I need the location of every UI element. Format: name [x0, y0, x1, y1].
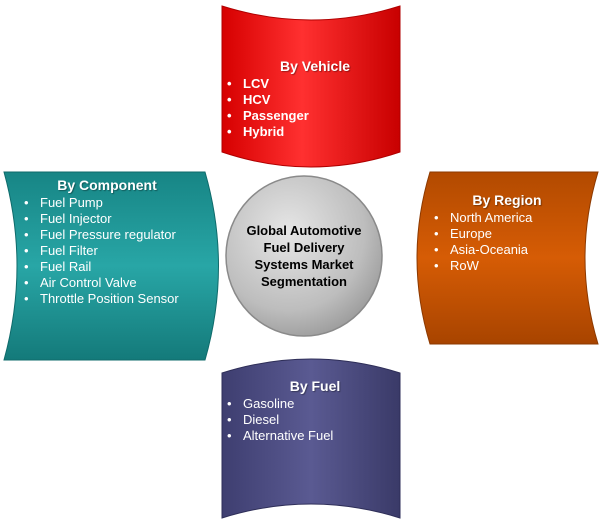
- list-item: RoW: [432, 258, 582, 274]
- list-item: Throttle Position Sensor: [22, 291, 192, 307]
- center-circle: [225, 175, 383, 337]
- list-item: HCV: [225, 92, 405, 108]
- component-segment: By Component Fuel PumpFuel InjectorFuel …: [22, 177, 192, 307]
- list-item: Fuel Pressure regulator: [22, 227, 192, 243]
- region-segment: By Region North AmericaEuropeAsia-Oceani…: [432, 192, 582, 274]
- fuel-title: By Fuel: [289, 378, 341, 394]
- list-item: LCV: [225, 76, 405, 92]
- list-item: Gasoline: [225, 396, 405, 412]
- fuel-list: GasolineDieselAlternative Fuel: [225, 396, 405, 444]
- list-item: Passenger: [225, 108, 405, 124]
- list-item: Fuel Pump: [22, 195, 192, 211]
- vehicle-list: LCVHCVPassengerHybrid: [225, 76, 405, 140]
- list-item: Fuel Injector: [22, 211, 192, 227]
- center-label: Global Automotive Fuel Delivery Systems …: [226, 176, 382, 336]
- list-item: Europe: [432, 226, 582, 242]
- list-item: Fuel Rail: [22, 259, 192, 275]
- fuel-segment: By Fuel GasolineDieselAlternative Fuel: [225, 378, 405, 444]
- center-title: Global Automotive Fuel Delivery Systems …: [246, 223, 362, 289]
- vehicle-title: By Vehicle: [279, 58, 351, 74]
- list-item: Air Control Valve: [22, 275, 192, 291]
- list-item: Asia-Oceania: [432, 242, 582, 258]
- list-item: North America: [432, 210, 582, 226]
- region-list: North AmericaEuropeAsia-OceaniaRoW: [432, 210, 582, 274]
- component-title: By Component: [57, 177, 157, 193]
- vehicle-segment: By Vehicle LCVHCVPassengerHybrid: [225, 58, 405, 140]
- region-title: By Region: [472, 192, 542, 208]
- list-item: Fuel Filter: [22, 243, 192, 259]
- list-item: Hybrid: [225, 124, 405, 140]
- list-item: Diesel: [225, 412, 405, 428]
- list-item: Alternative Fuel: [225, 428, 405, 444]
- component-list: Fuel PumpFuel InjectorFuel Pressure regu…: [22, 195, 192, 307]
